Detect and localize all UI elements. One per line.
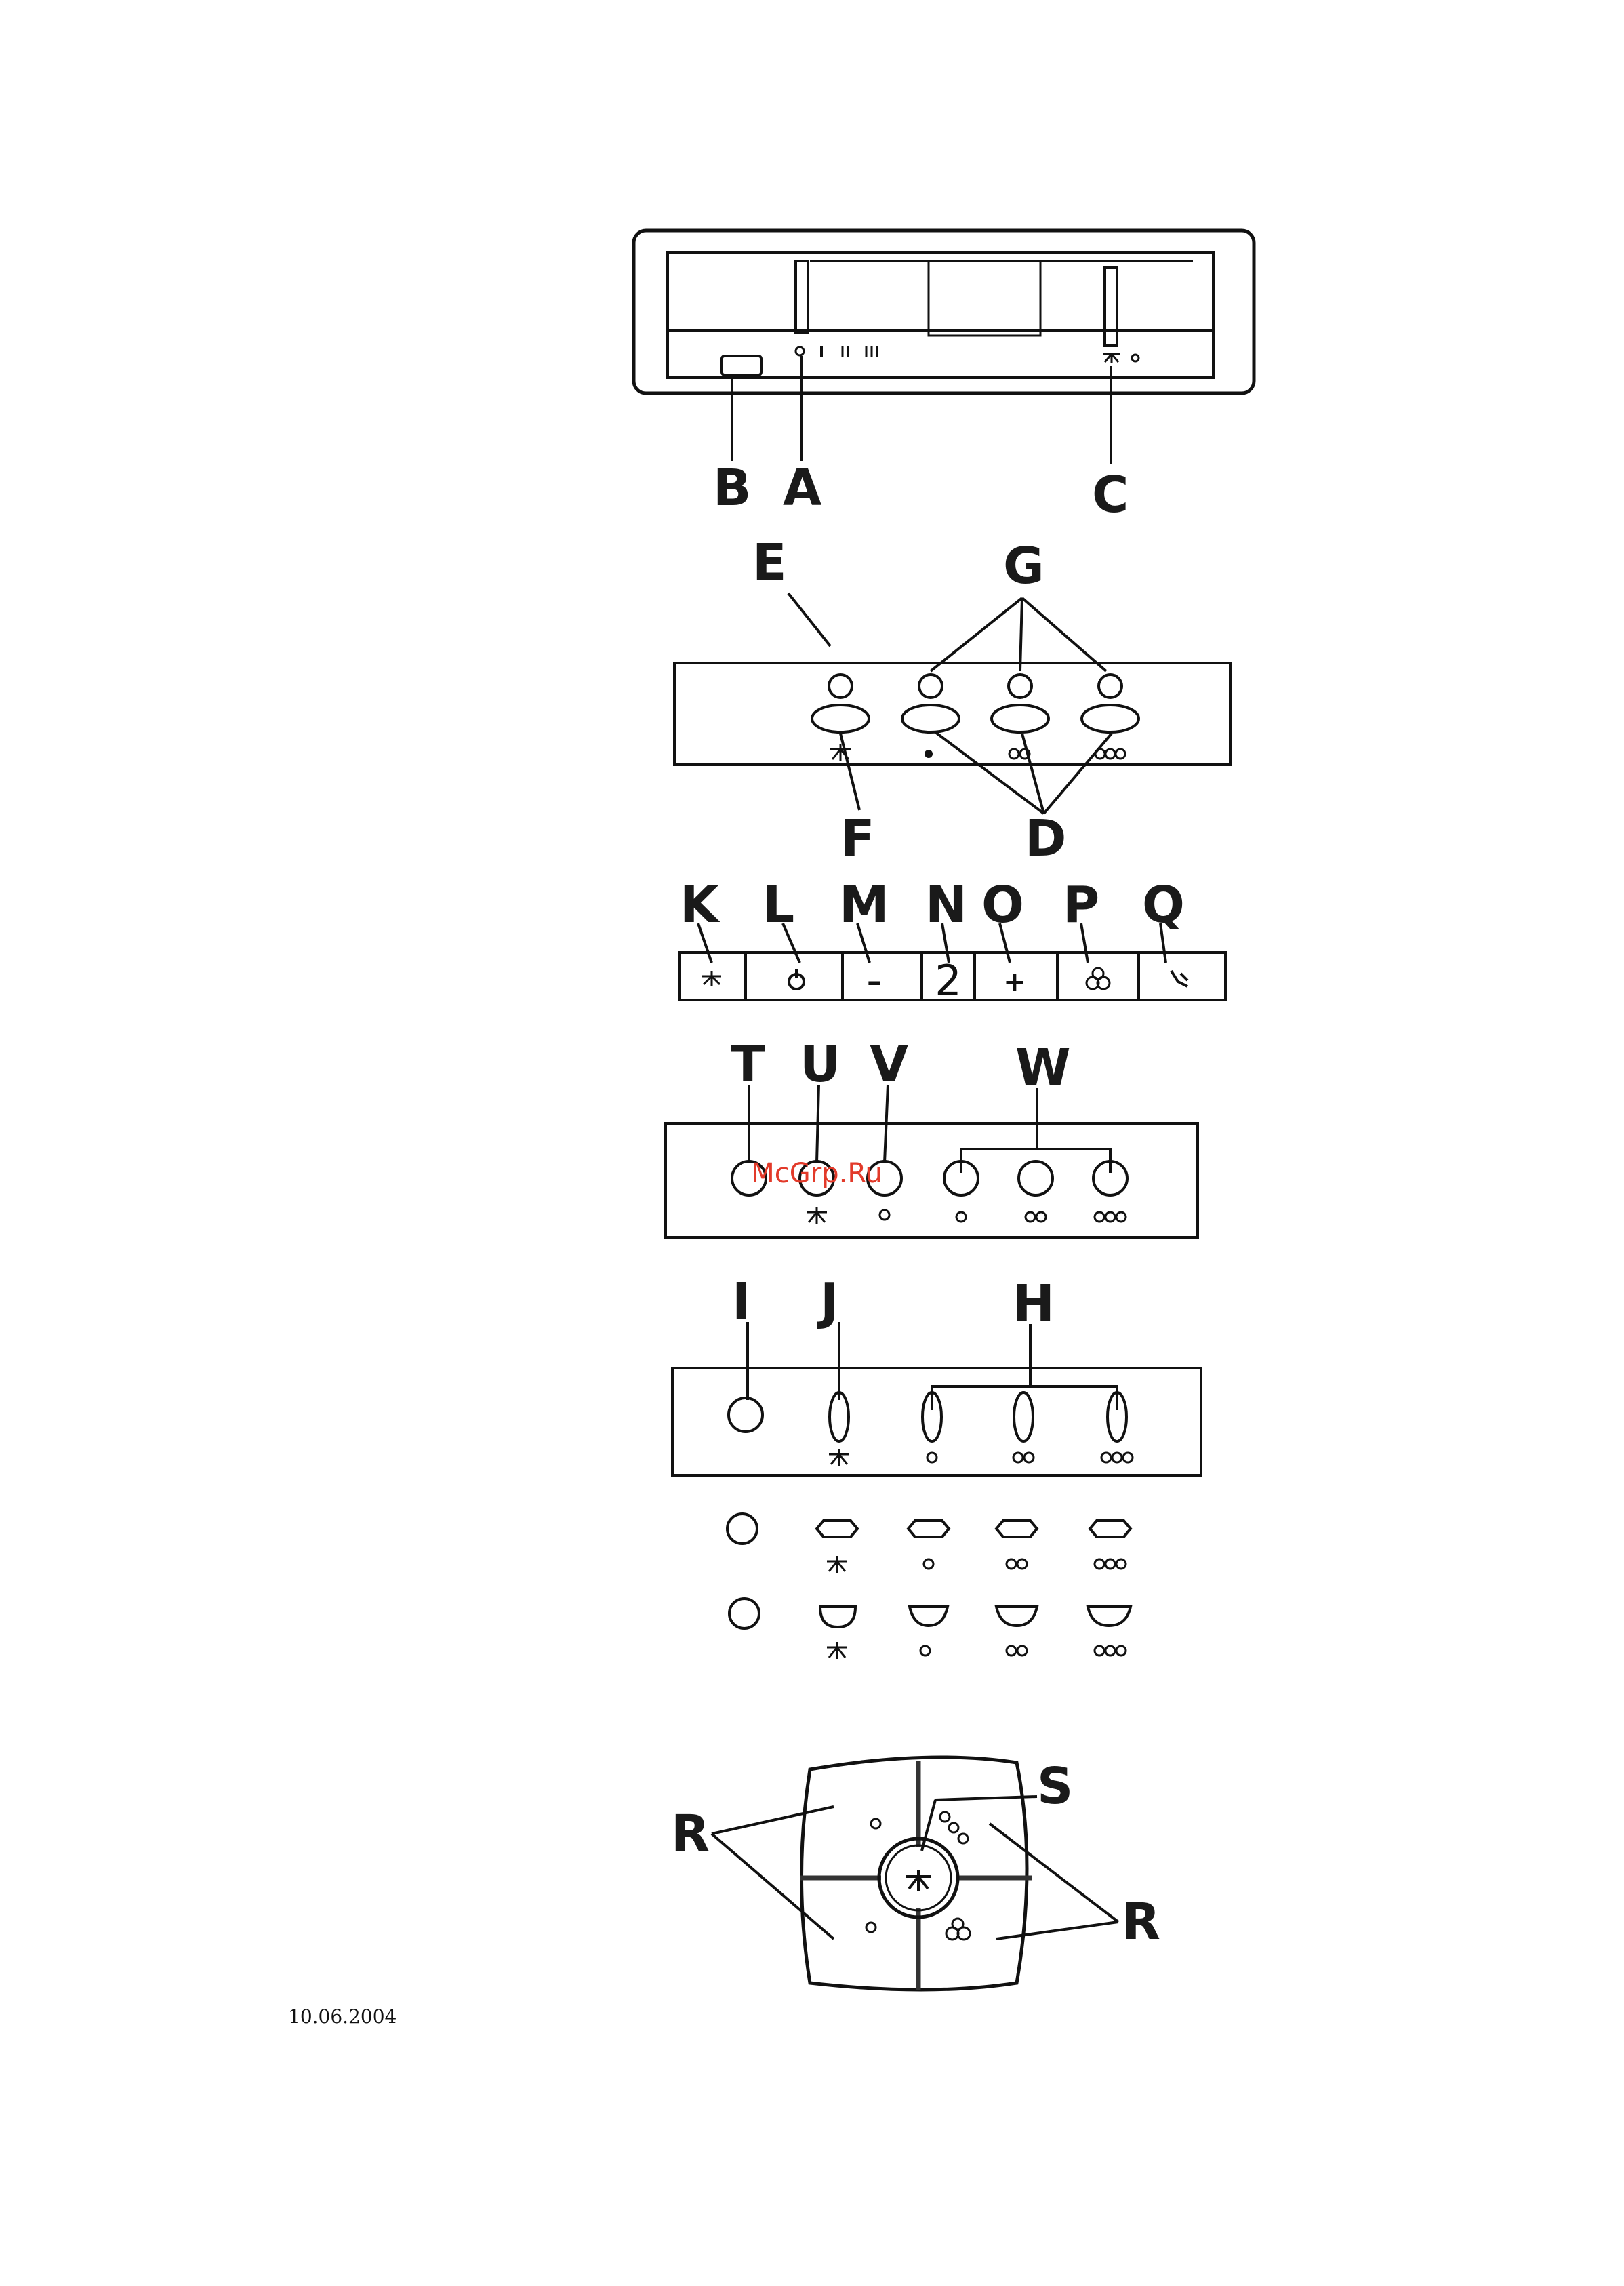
light-off-icon (1132, 355, 1139, 361)
speed-rocker-h2[interactable] (1014, 1392, 1033, 1441)
panel-4-round-buttons: T U V W McGrp.Ru (666, 1035, 1198, 1237)
quadrant-outline (802, 1757, 1028, 1990)
label-n: N (925, 876, 967, 934)
speed-button-w2[interactable] (1019, 1161, 1053, 1195)
speed-3-dots-icon (940, 1812, 968, 1843)
speed-1-dot-icon (927, 1453, 937, 1462)
speed-2-dots-icon (1026, 1212, 1046, 1222)
variant-row-flat-buttons (727, 1514, 1131, 1573)
speed-button-3[interactable] (1090, 1521, 1131, 1537)
label-r-right: R (1122, 1893, 1160, 1951)
label-b: B (713, 459, 751, 517)
label-w: W (1015, 1039, 1071, 1097)
speed-3-dots-icon (1095, 1212, 1126, 1222)
variant-row-cup-buttons (729, 1599, 1131, 1659)
off-dot-icon (866, 1923, 876, 1932)
pilot-light (727, 1514, 757, 1544)
label-e: E (752, 534, 787, 592)
indicator-light-e (829, 675, 852, 698)
light-button[interactable] (820, 1607, 855, 1627)
light-icon (807, 1207, 827, 1224)
light-icon (906, 1870, 931, 1891)
speed-3-dots-icon (1095, 1646, 1126, 1656)
touch-key-fan-p[interactable] (1087, 968, 1110, 989)
label-g: G (1003, 537, 1044, 595)
panel-1-slider-hood: B A C (634, 230, 1254, 524)
hood-outer-frame (634, 230, 1254, 393)
speed-button-2[interactable] (996, 1607, 1037, 1626)
speed-1-dot-icon (925, 750, 933, 758)
label-u: U (800, 1035, 840, 1094)
speed-1-dot-icon (871, 1819, 880, 1828)
label-f: F (840, 809, 875, 868)
off-circle-icon (880, 1210, 889, 1220)
panel-5-rocker-switches: I J H (672, 1272, 1201, 1475)
light-icon (827, 1642, 847, 1659)
panel-3-touch-strip: K L M N O P Q – 2 + (680, 876, 1225, 1005)
light-button[interactable] (817, 1521, 857, 1537)
label-l: L (763, 876, 794, 934)
speed-button-2[interactable] (992, 705, 1049, 732)
speed-1-dot-icon (924, 1559, 933, 1569)
speed-3-dots-icon (1095, 1559, 1126, 1569)
speed-button-1[interactable] (910, 1607, 948, 1626)
speed-2-dots-icon (1007, 1559, 1027, 1569)
speed-button-1[interactable] (902, 705, 959, 732)
light-switch-b[interactable] (722, 356, 761, 375)
speed-1-dot-icon (920, 1646, 930, 1656)
touch-key-light-k[interactable] (702, 971, 721, 986)
label-r-left: R (671, 1805, 710, 1863)
indicator-light-g2 (1009, 675, 1032, 698)
label-o: O (981, 876, 1024, 934)
label-c: C (1092, 466, 1129, 524)
speed-3-dots-icon (1095, 749, 1125, 759)
speed-mark-0-icon (796, 347, 804, 355)
speed-button-2[interactable] (996, 1521, 1037, 1537)
speed-button-3[interactable] (1088, 1607, 1131, 1626)
touch-key-minus-m[interactable]: – (867, 964, 882, 999)
control-panel-2 (674, 663, 1230, 765)
touch-key-timer-q[interactable] (1171, 971, 1187, 986)
light-button-f[interactable] (812, 705, 869, 732)
label-m: M (839, 876, 889, 934)
hood-center-panel (929, 261, 1040, 336)
speed-2-dots-icon (1007, 1646, 1027, 1656)
speed-1-dot-icon (956, 1212, 966, 1222)
label-q: Q (1142, 876, 1185, 934)
label-j: J (817, 1272, 839, 1331)
touch-key-plus-o[interactable]: + (1003, 967, 1026, 998)
indicator-light-g3 (1099, 675, 1122, 698)
watermark: McGrp.Ru (751, 1158, 882, 1189)
label-a: A (783, 459, 821, 517)
speed-3-dots-icon (1101, 1453, 1133, 1462)
touch-key-power-l[interactable] (789, 969, 804, 989)
speed-button-3[interactable] (1082, 705, 1139, 732)
indicator-light-g1 (919, 675, 942, 698)
light-icon (827, 1556, 847, 1573)
speed-display-n: 2 (935, 956, 961, 1005)
label-d: D (1025, 809, 1066, 868)
light-icon (829, 1449, 849, 1466)
fan-slider-a[interactable] (796, 261, 808, 332)
speed-button-1[interactable] (908, 1521, 949, 1537)
speed-2-dots-icon (1013, 1453, 1034, 1462)
fan-icon (946, 1919, 970, 1940)
pilot-light-i (729, 1398, 763, 1432)
panel-6-quadrant-control: S R R (671, 1757, 1160, 1990)
footer-date: 10.06.2004 (288, 2005, 397, 2028)
pilot-light (729, 1599, 759, 1628)
label-h: H (1013, 1275, 1055, 1333)
label-s: S (1037, 1757, 1073, 1816)
light-slider-c[interactable] (1105, 268, 1117, 346)
light-icon (1103, 354, 1120, 363)
panel-2-pushbutton: E G F D (674, 534, 1230, 868)
